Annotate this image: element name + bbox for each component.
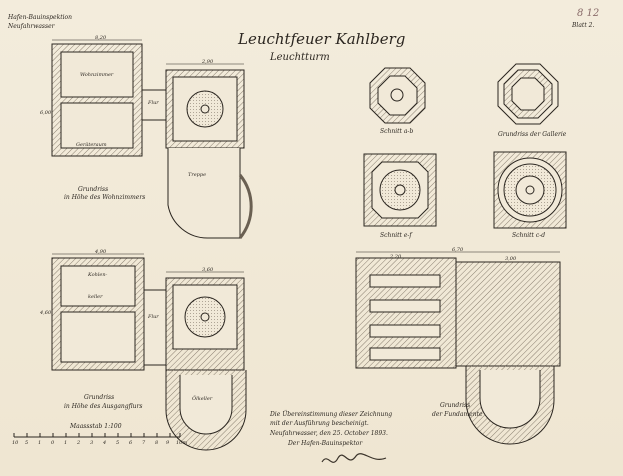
dim-label: 4,90 bbox=[95, 249, 107, 255]
dim-label: 6,70 bbox=[452, 247, 464, 253]
scale-tick: 3 bbox=[90, 440, 94, 446]
section-ef-view bbox=[363, 153, 437, 227]
sheet-label: Blatt 2. bbox=[572, 22, 595, 29]
caption-lower-plan-1: Grundriss bbox=[84, 394, 115, 401]
scale-tick: 1 bbox=[64, 440, 68, 446]
scale-tick: 8 bbox=[155, 440, 159, 446]
upper-floor-plan bbox=[51, 39, 253, 239]
page-subtitle: Leuchtturm bbox=[270, 52, 330, 63]
office-line-2: Neufahrwasser bbox=[8, 23, 55, 30]
caption-upper-plan-2: in Höhe des Wohnzimmers bbox=[64, 194, 146, 201]
lower-floor-plan bbox=[51, 253, 247, 451]
room-label-wohnzimmer: Wohnzimmer bbox=[80, 72, 114, 78]
scale-tick: 10m bbox=[176, 440, 188, 446]
scale-tick: 9 bbox=[166, 440, 170, 446]
office-line-1: Hafen-Bauinspektion bbox=[8, 14, 73, 21]
room-label-flur: Flur bbox=[148, 100, 159, 106]
approval-line-1: Die Übereinstimmung dieser Zeichnung bbox=[270, 411, 393, 418]
dim-label: 6,00 bbox=[40, 110, 52, 116]
caption-gallery-plan: Grundriss der Gallerie bbox=[498, 131, 567, 138]
scale-tick: 10 bbox=[12, 440, 19, 446]
room-label-oelkeller: Ölkeller bbox=[192, 396, 213, 402]
room-label-treppe: Treppe bbox=[188, 172, 207, 178]
approval-line-3: Neufahrwasser, den 25. October 1893. bbox=[270, 430, 388, 437]
caption-foundation-2: der Fundamente bbox=[432, 411, 483, 418]
foundation-plan bbox=[355, 251, 561, 445]
dim-label: 8,20 bbox=[95, 35, 107, 41]
signature-mark bbox=[321, 453, 387, 463]
section-ab-view bbox=[369, 67, 426, 124]
caption-foundation-1: Grundriss bbox=[440, 402, 471, 409]
dim-label: 2,90 bbox=[202, 59, 214, 65]
caption-section-ef: Schnitt e-f bbox=[380, 232, 412, 239]
scale-bar bbox=[13, 433, 181, 438]
approval-line-4: Der Hafen-Bauinspektor bbox=[288, 440, 363, 447]
scale-tick: 2 bbox=[77, 440, 81, 446]
caption-lower-plan-2: in Höhe des Ausgangflurs bbox=[64, 403, 143, 410]
caption-section-ab: Schnitt a-b bbox=[380, 128, 414, 135]
approval-line-2: mit der Ausführung bescheinigt. bbox=[270, 420, 369, 427]
section-cd-view bbox=[493, 151, 567, 229]
dim-label: 4,60 bbox=[40, 310, 52, 316]
room-label-keller: keller bbox=[88, 294, 103, 300]
page-title: Leuchtfeuer Kahlberg bbox=[238, 30, 406, 48]
room-label-kohlen: Kohlen- bbox=[88, 272, 108, 278]
dim-label: 2,20 bbox=[390, 254, 402, 260]
gallery-plan-view bbox=[497, 63, 559, 125]
scale-tick: 4 bbox=[103, 440, 107, 446]
sheet-number: 8 12 bbox=[577, 8, 600, 19]
scale-tick: 5 bbox=[116, 440, 120, 446]
scale-tick: 6 bbox=[129, 440, 133, 446]
scale-tick: 7 bbox=[142, 440, 146, 446]
dim-label: 3,60 bbox=[202, 267, 214, 273]
scale-tick: 0 bbox=[51, 440, 55, 446]
room-label-geraete: Geräteraum bbox=[76, 142, 107, 148]
room-label-kellerflur: Flur bbox=[148, 314, 159, 320]
scale-label: Maassstab 1:100 bbox=[70, 423, 122, 430]
caption-section-cd: Schnitt c-d bbox=[512, 232, 546, 239]
caption-upper-plan-1: Grundriss bbox=[78, 186, 109, 193]
dim-label: 3,00 bbox=[505, 256, 517, 262]
scale-tick: 1 bbox=[38, 440, 42, 446]
scale-tick: 5 bbox=[25, 440, 29, 446]
